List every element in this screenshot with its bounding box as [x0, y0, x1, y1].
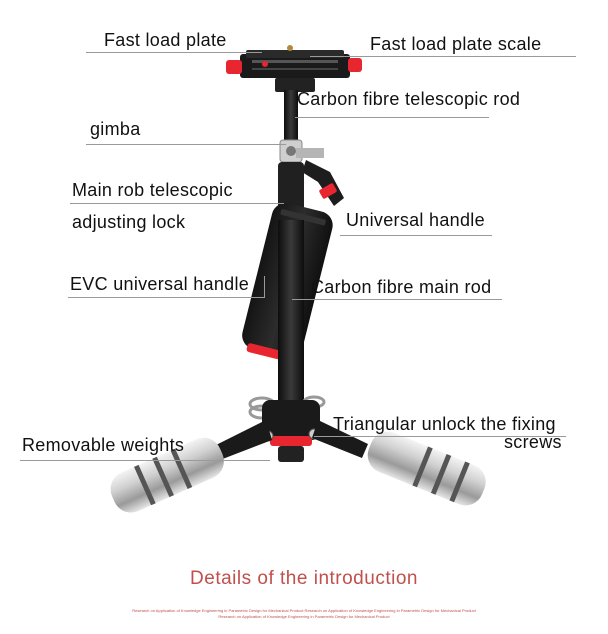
- label-removable-weights: Removable weights: [22, 435, 185, 455]
- leader-fast-load-plate: [86, 52, 262, 53]
- label-carbon-telescopic-rod: Carbon fibre telescopic rod: [297, 89, 521, 109]
- label-triangular-screws-line1: Triangular unlock the fixing: [333, 414, 556, 434]
- label-carbon-main-rod: Carbon fibre main rod: [311, 277, 492, 297]
- carbon-main-rod: [278, 220, 304, 400]
- leader-removable-weights: [20, 460, 270, 461]
- label-fast-load-plate: Fast load plate: [104, 30, 227, 50]
- gimbal-joint: [279, 139, 324, 163]
- footer-small-line1: Research on Application of Knowledge Eng…: [132, 608, 476, 613]
- footer-title: Details of the introduction: [190, 568, 418, 589]
- label-universal-handle: Universal handle: [346, 210, 485, 230]
- label-fast-load-plate-scale: Fast load plate scale: [370, 34, 542, 54]
- leader-carbon-main-rod: [292, 299, 502, 300]
- leader-evc-vertical: [264, 276, 265, 298]
- right-leg-weight: [312, 420, 486, 506]
- fast-load-plate: [226, 45, 362, 92]
- leader-main-rod-lock: [70, 203, 284, 204]
- leader-universal-handle: [340, 235, 492, 236]
- base-hub: [262, 400, 320, 462]
- label-triangular-screws-line2: screws: [504, 432, 562, 452]
- left-leg-weight: [110, 420, 272, 513]
- leader-triangular-screws: [314, 436, 566, 437]
- leader-evc-universal-handle: [68, 297, 264, 298]
- label-main-rod-lock-line1: Main rob telescopic: [72, 180, 233, 200]
- label-main-rod-lock-line2: adjusting lock: [72, 212, 186, 232]
- leader-fast-load-plate-scale: [310, 56, 576, 57]
- universal-handle-arm: [302, 160, 344, 206]
- label-evc-universal-handle: EVC universal handle: [70, 274, 250, 294]
- label-gimbal: gimba: [90, 119, 141, 139]
- carbon-telescopic-rod: [284, 90, 298, 150]
- leader-carbon-telescopic-rod: [295, 117, 489, 118]
- leader-gimbal: [86, 144, 286, 145]
- footer-small-line2: Research on Application of Knowledge Eng…: [218, 614, 390, 619]
